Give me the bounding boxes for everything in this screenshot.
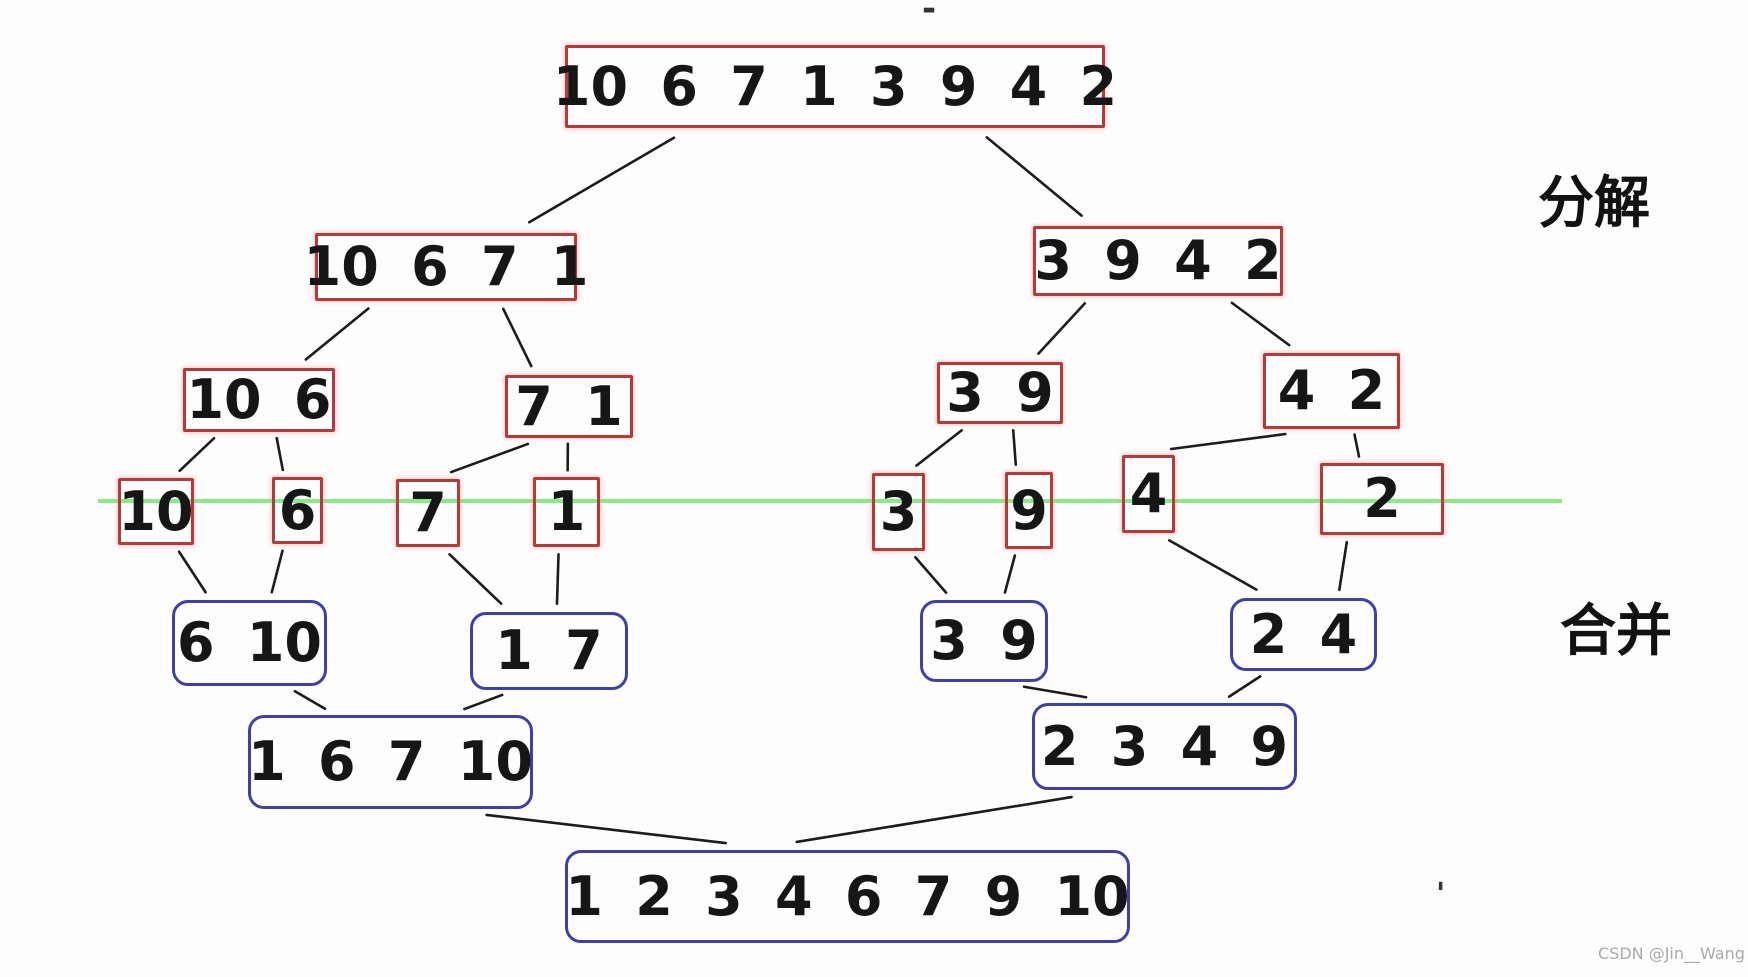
connector-sl-10-6-to-s10 [178,436,216,473]
connector-m3-9-to-m2-3-4-9 [1022,685,1088,699]
connector-root-to-right4 [985,136,1083,217]
connector-sl-7-1-to-s7 [449,442,530,474]
merge-phase-label: 合并 [1560,599,1672,664]
split-node-10-6: 10 6 [183,368,335,432]
watermark-text: CSDN @Jin__Wang [1598,944,1745,963]
connector-m2-3-4-9-to-m-final [795,795,1073,844]
split-node-6: 6 [272,477,323,544]
merge-node-6-10: 6 10 [172,600,327,686]
split-node-9: 9 [1005,472,1053,549]
split-node-3: 3 [872,473,925,551]
connector-s2-to-m2-4 [1338,540,1349,592]
split-node-4-2: 4 2 [1263,353,1400,429]
connector-s10-to-m6-10 [177,550,207,594]
connector-s4-to-m2-4 [1167,539,1258,591]
connector-s1-to-m1-7 [555,553,560,605]
connector-m1-7-to-m1-6-7-10 [463,693,504,711]
merge-node-1-2-3-4-6-7-9-10: 1 2 3 4 6 7 9 10 [565,850,1130,943]
connector-m6-10-to-m1-6-7-10 [293,689,327,711]
split-node-2: 2 [1320,463,1444,535]
split-node-7-1: 7 1 [505,375,633,438]
split-node-10-6-7-1: 10 6 7 1 [304,233,588,301]
split-node-4: 4 [1122,455,1175,533]
connector-s3-to-m3-9 [914,556,948,594]
merge-node-2-3-4-9: 2 3 4 9 [1032,703,1297,790]
connector-m2-4-to-m2-3-4-9 [1227,675,1262,698]
connector-right4-to-sl-3-9 [1037,302,1087,355]
split-node-10: 10 [118,478,194,545]
connector-s7-to-m1-7 [448,553,503,605]
split-node-1: 1 [533,477,600,547]
connector-s9-to-m3-9 [1003,554,1017,594]
connector-right4-to-sl-4-2 [1230,301,1291,347]
right-tick-artifact: ' [1436,877,1446,912]
connector-sl-4-2-to-s4 [1169,432,1287,451]
split-node-7: 7 [396,479,460,547]
merge-node-1-6-7-10: 1 6 7 10 [248,715,533,809]
merge-node-2-4: 2 4 [1230,598,1377,671]
merge-node-1-7: 1 7 [470,612,628,690]
split-node-3-9: 3 9 [937,362,1063,424]
connector-m1-6-7-10-to-m-final [485,813,727,845]
connector-sl-3-9-to-s3 [915,429,963,467]
connector-left4-to-sl-7-1 [501,307,533,368]
split-node-10-6-7-1-3-9-4-2: 10 6 7 1 3 9 4 2 [553,45,1117,128]
connector-left4-to-sl-10-6 [304,307,370,361]
connector-s6-to-m6-10 [270,549,284,594]
merge-node-3-9: 3 9 [920,600,1048,682]
top-dash-artifact: - [922,0,937,29]
connector-sl-4-2-to-s2 [1353,433,1361,458]
connector-sl-3-9-to-s9 [1011,429,1018,466]
connector-root-to-left4 [527,136,676,224]
decompose-phase-label: 分解 [1538,171,1650,236]
split-node-3-9-4-2: 3 9 4 2 [1033,226,1283,296]
connector-sl-10-6-to-s6 [275,436,285,472]
